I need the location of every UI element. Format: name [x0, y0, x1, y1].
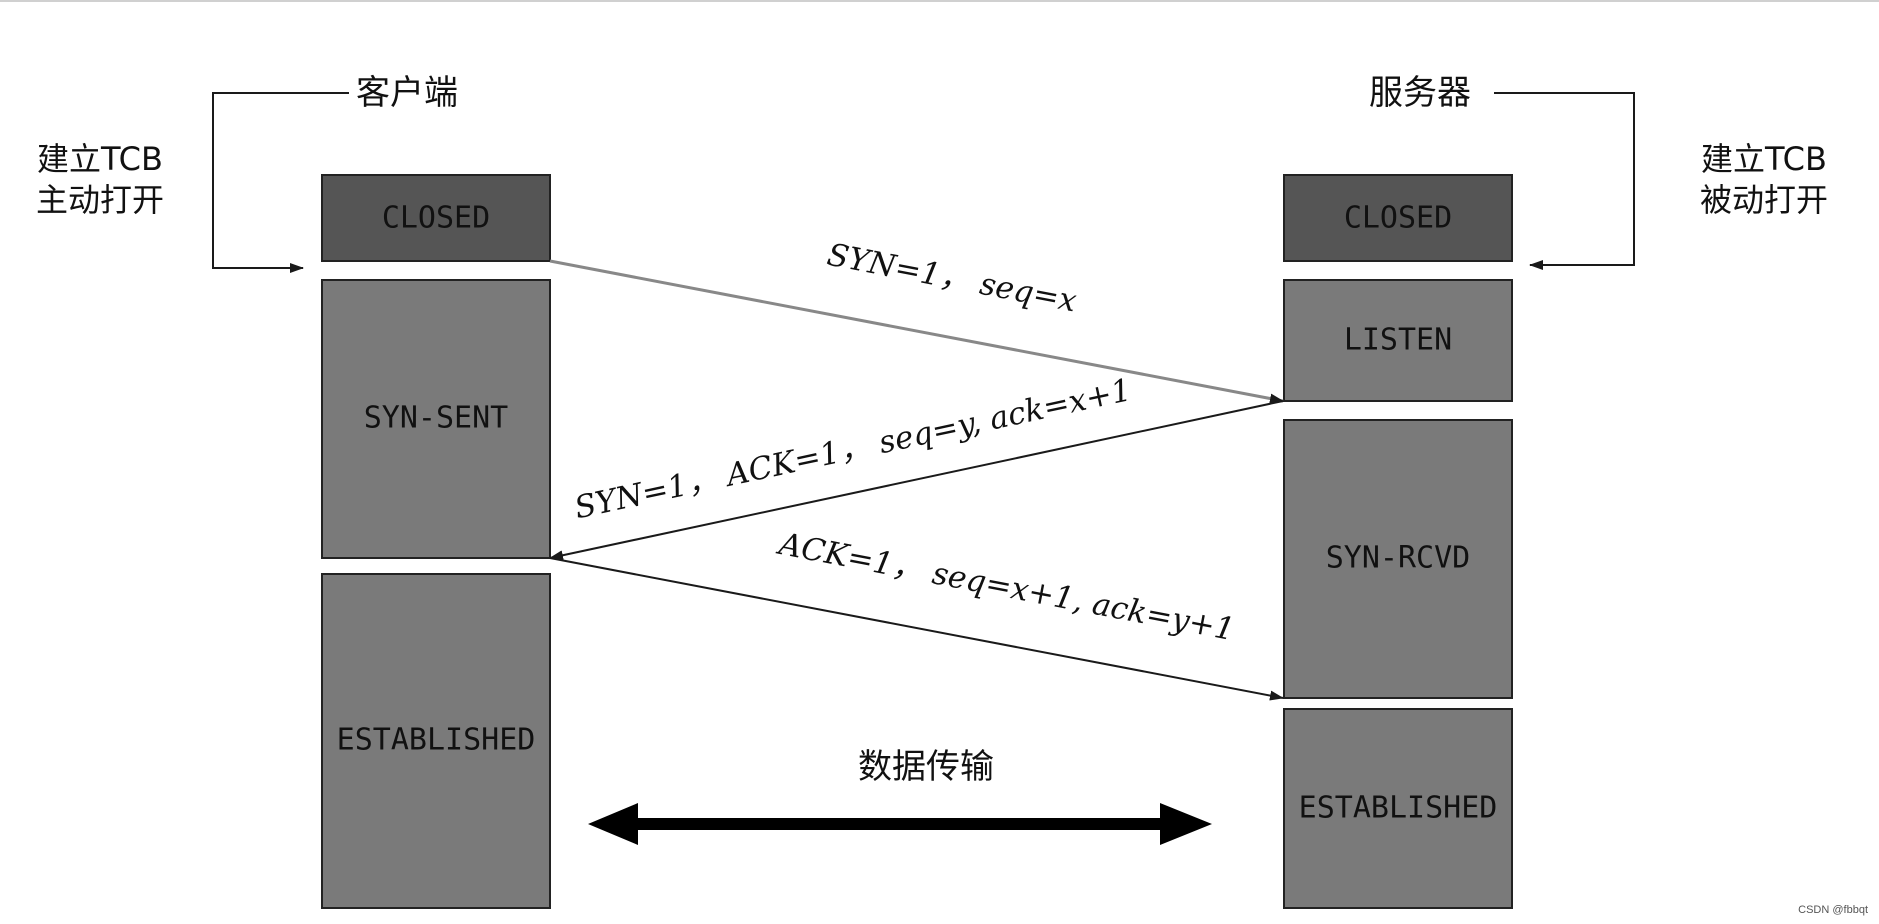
server-state-listen-label: LISTEN	[1344, 323, 1452, 358]
server-note-line2: 被动打开	[1700, 181, 1828, 219]
server-title: 服务器	[1369, 73, 1471, 113]
client-state-syn-sent-box	[321, 279, 551, 559]
server-state-syn-rcvd-box	[1283, 419, 1513, 699]
message-arrow-syn-ack	[549, 400, 1284, 561]
client-open-bracket-arrow	[212, 92, 349, 273]
client-state-syn-sent-label: SYN-SENT	[364, 401, 509, 436]
client-title: 客户端	[356, 73, 458, 113]
server-state-closed-box	[1283, 174, 1513, 262]
client-state-established-label: ESTABLISHED	[337, 723, 536, 758]
server-state-column: CLOSED LISTEN SYN-RCVD ESTABLISHED	[1283, 174, 1513, 909]
client-state-column: CLOSED SYN-SENT ESTABLISHED	[321, 174, 551, 909]
client-state-closed-box	[321, 174, 551, 262]
server-state-listen-box	[1283, 279, 1513, 402]
server-state-syn-rcvd-label: SYN-RCVD	[1326, 541, 1471, 576]
data-transfer-double-arrow	[588, 803, 1212, 845]
data-transfer-label: 数据传输	[858, 747, 994, 787]
client-state-closed-label: CLOSED	[382, 201, 490, 236]
message-label-syn-ack: SYN=1， ACK=1， seq=y, ack=x+1	[571, 372, 1134, 526]
client-state-established-box	[321, 573, 551, 909]
server-open-bracket-arrow	[1494, 92, 1635, 270]
message-arrow-syn	[549, 259, 1284, 404]
client-note-line1: 建立TCB	[37, 140, 163, 178]
message-label-ack: ACK=1， seq=x+1, ack=y+1	[773, 526, 1237, 649]
message-label-syn: SYN=1， seq=x	[824, 237, 1080, 320]
client-note-line2: 主动打开	[36, 181, 164, 219]
server-state-established-box	[1283, 708, 1513, 909]
server-state-established-label: ESTABLISHED	[1299, 791, 1498, 826]
server-note-line1: 建立TCB	[1701, 140, 1827, 178]
watermark-text: CSDN @fbbqt	[1798, 904, 1868, 916]
server-state-closed-label: CLOSED	[1344, 201, 1452, 236]
message-arrow-ack	[549, 557, 1284, 701]
